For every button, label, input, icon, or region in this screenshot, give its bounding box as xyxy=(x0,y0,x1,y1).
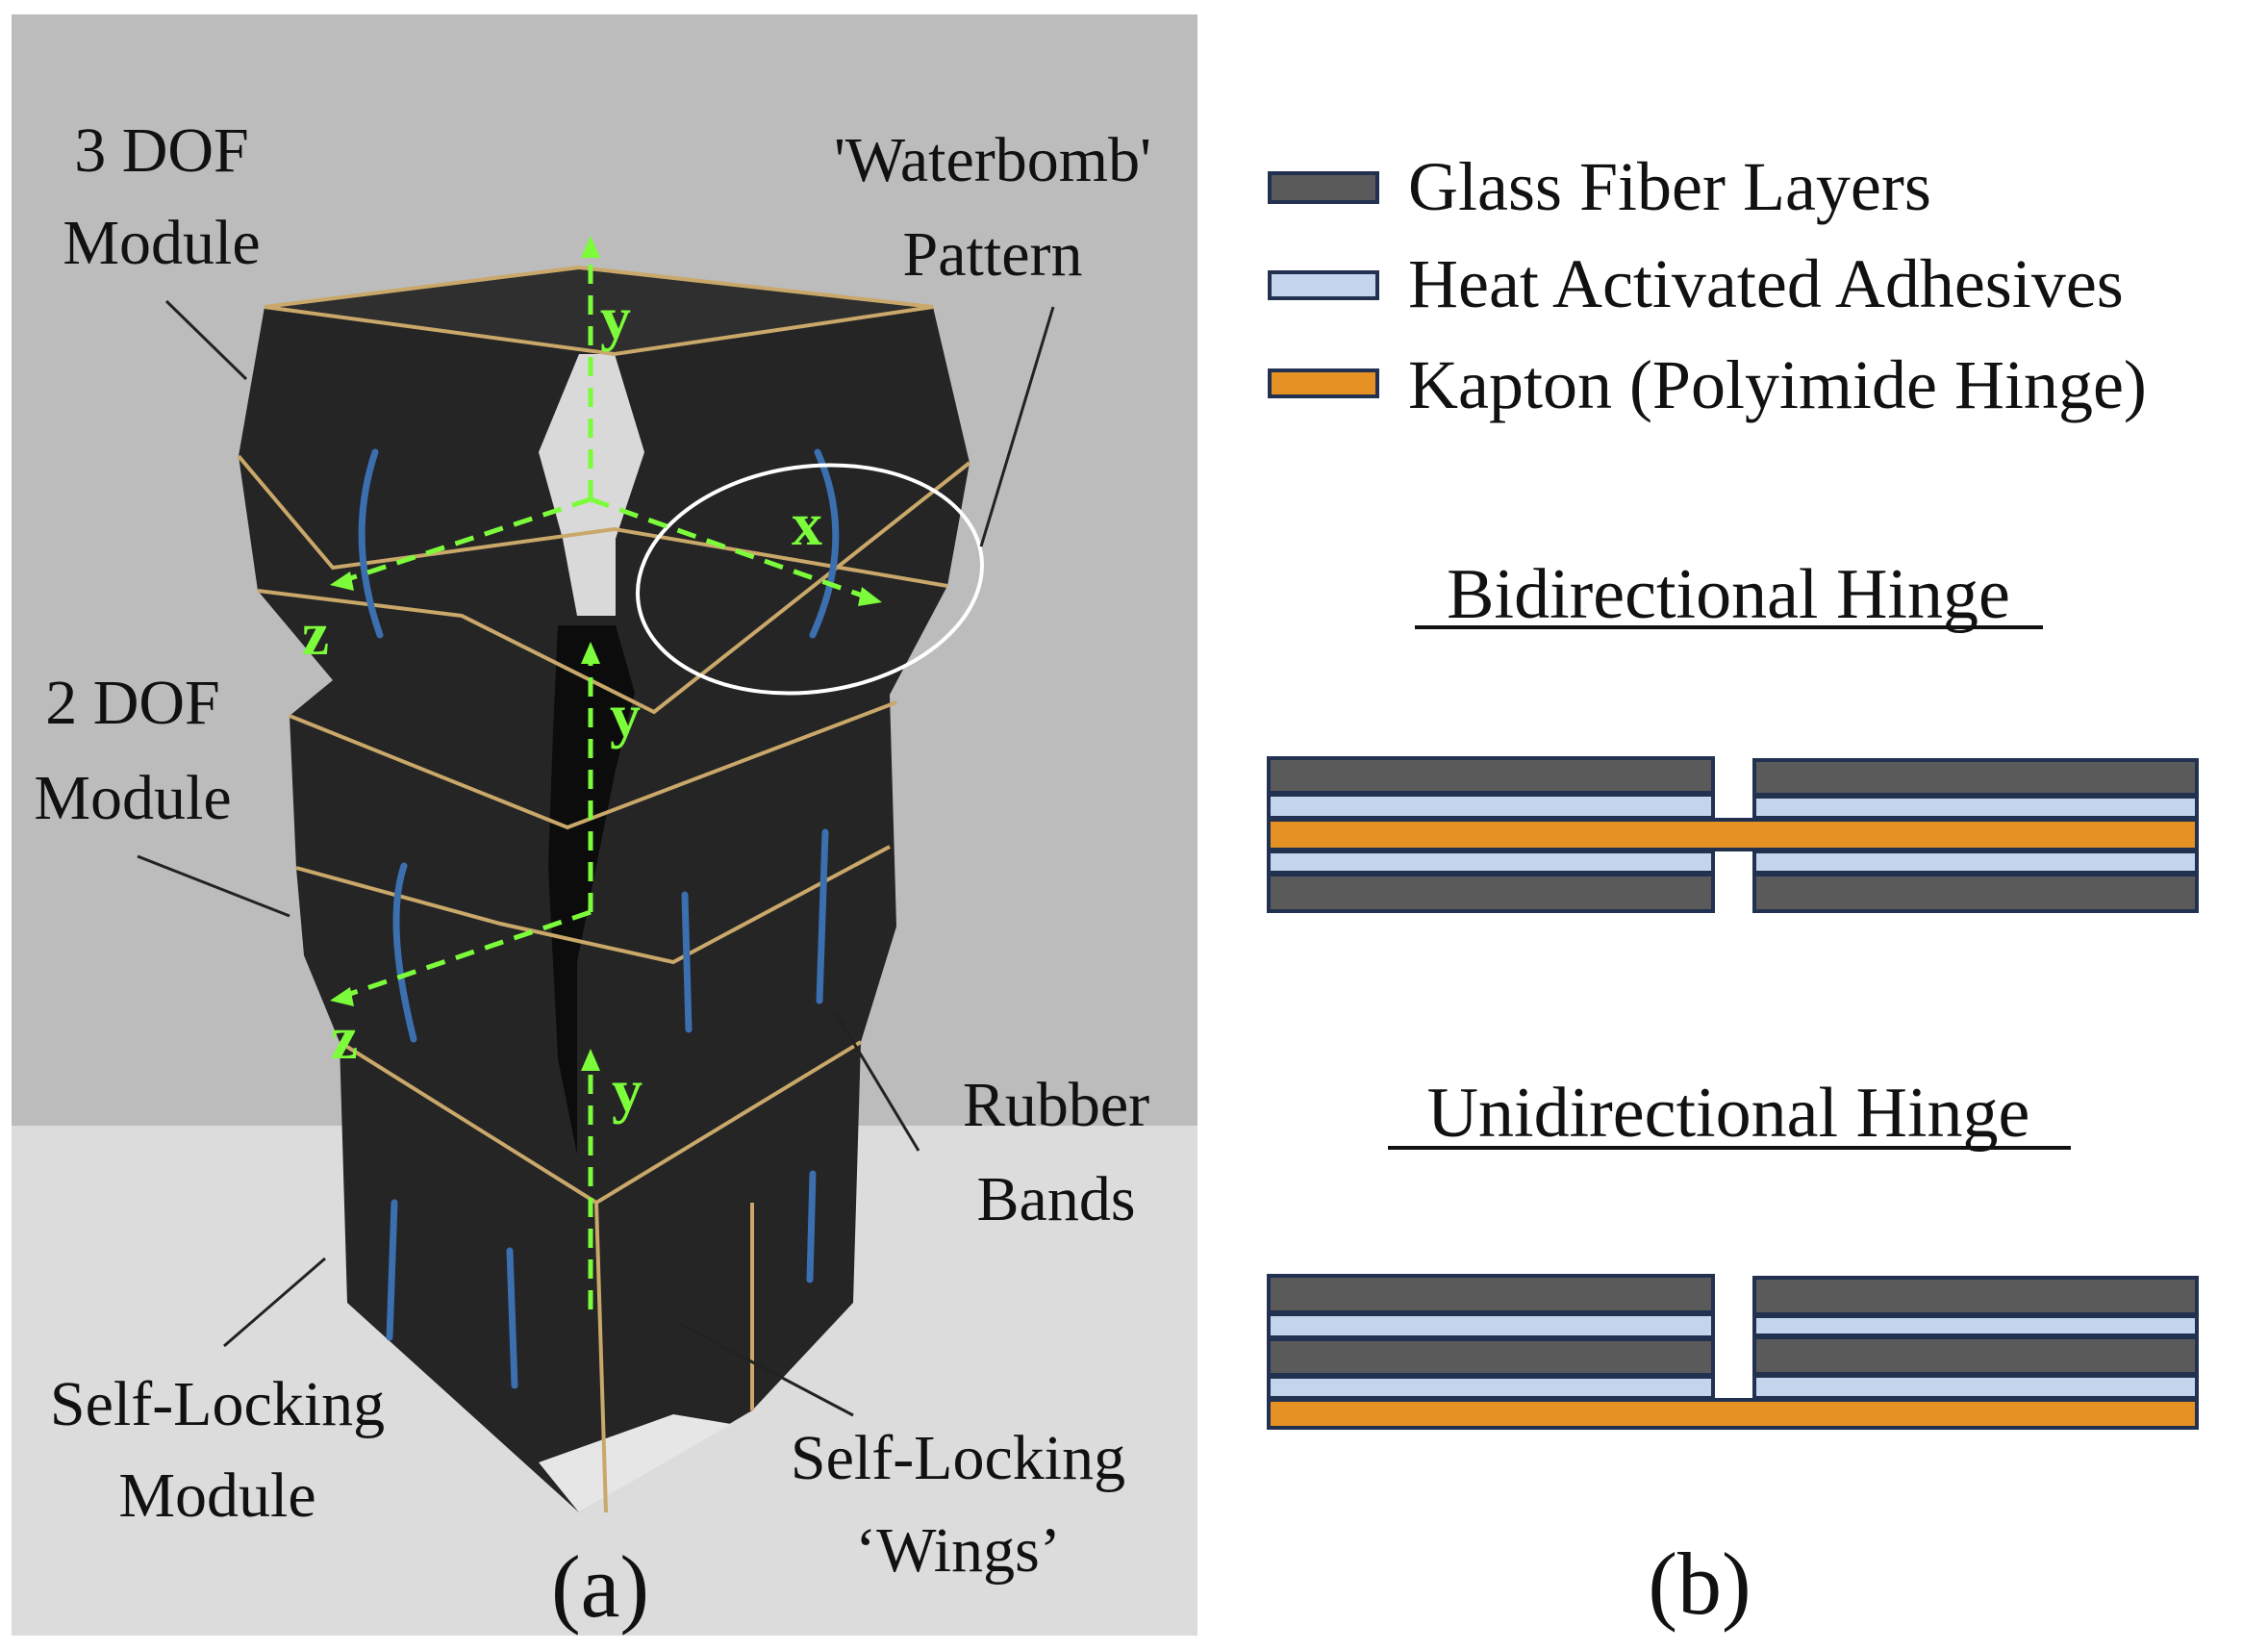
origami-tower xyxy=(239,267,970,1512)
label-3dof-line1: 3 DOF xyxy=(74,115,249,186)
photo-panel-a: y x z y z y 3 DOF Module 'Waterbomb' Pat… xyxy=(12,14,1197,1636)
label-selflock-wings-line2: ‘Wings’ xyxy=(855,1515,1061,1586)
label-selflock-wings-line1: Self-Locking xyxy=(791,1423,1125,1493)
label-selflock-module-line2: Module xyxy=(118,1460,315,1531)
axis-label-x: x xyxy=(792,490,822,558)
coordinate-axes: y x z y z y xyxy=(302,236,882,1309)
axis-label-y: y xyxy=(612,1056,643,1125)
label-selflock-module-line1: Self-Locking xyxy=(50,1369,385,1439)
caption-a: (a) xyxy=(551,1537,649,1636)
legend: Glass Fiber Layers Heat Activated Adhesi… xyxy=(1268,148,2147,423)
legend-swatch-glass xyxy=(1268,171,1379,204)
legend-label: Heat Activated Adhesives xyxy=(1408,245,2124,322)
label-2dof-line1: 2 DOF xyxy=(45,668,220,738)
legend-label: Glass Fiber Layers xyxy=(1408,148,1931,225)
axis-label-y: y xyxy=(600,284,631,352)
label-3dof-line2: Module xyxy=(63,208,260,278)
axis-label-y: y xyxy=(610,681,641,749)
bidirectional-hinge-title: Bidirectional Hinge xyxy=(1447,555,2010,634)
axis-label-z: z xyxy=(331,1003,358,1072)
label-waterbomb-line1: 'Waterbomb' xyxy=(834,125,1151,195)
caption-b: (b) xyxy=(1648,1535,1751,1633)
label-waterbomb-line2: Pattern xyxy=(903,219,1083,290)
label-rubber-line2: Bands xyxy=(977,1164,1136,1234)
unidirectional-hinge-title: Unidirectional Hinge xyxy=(1427,1074,2030,1153)
bidirectional-hinge-diagram xyxy=(1267,756,2199,913)
legend-swatch-adhesive xyxy=(1268,270,1379,300)
legend-label: Kapton (Polyimide Hinge) xyxy=(1408,346,2147,423)
legend-swatch-kapton xyxy=(1268,368,1379,398)
waterbomb-highlight-ellipse xyxy=(636,463,984,696)
axis-label-z: z xyxy=(302,599,329,668)
label-2dof-line2: Module xyxy=(34,763,231,833)
label-rubber-line1: Rubber xyxy=(963,1070,1149,1140)
panel-b: Glass Fiber Layers Heat Activated Adhesi… xyxy=(1267,148,2199,1633)
unidirectional-hinge-diagram xyxy=(1267,1274,2199,1430)
